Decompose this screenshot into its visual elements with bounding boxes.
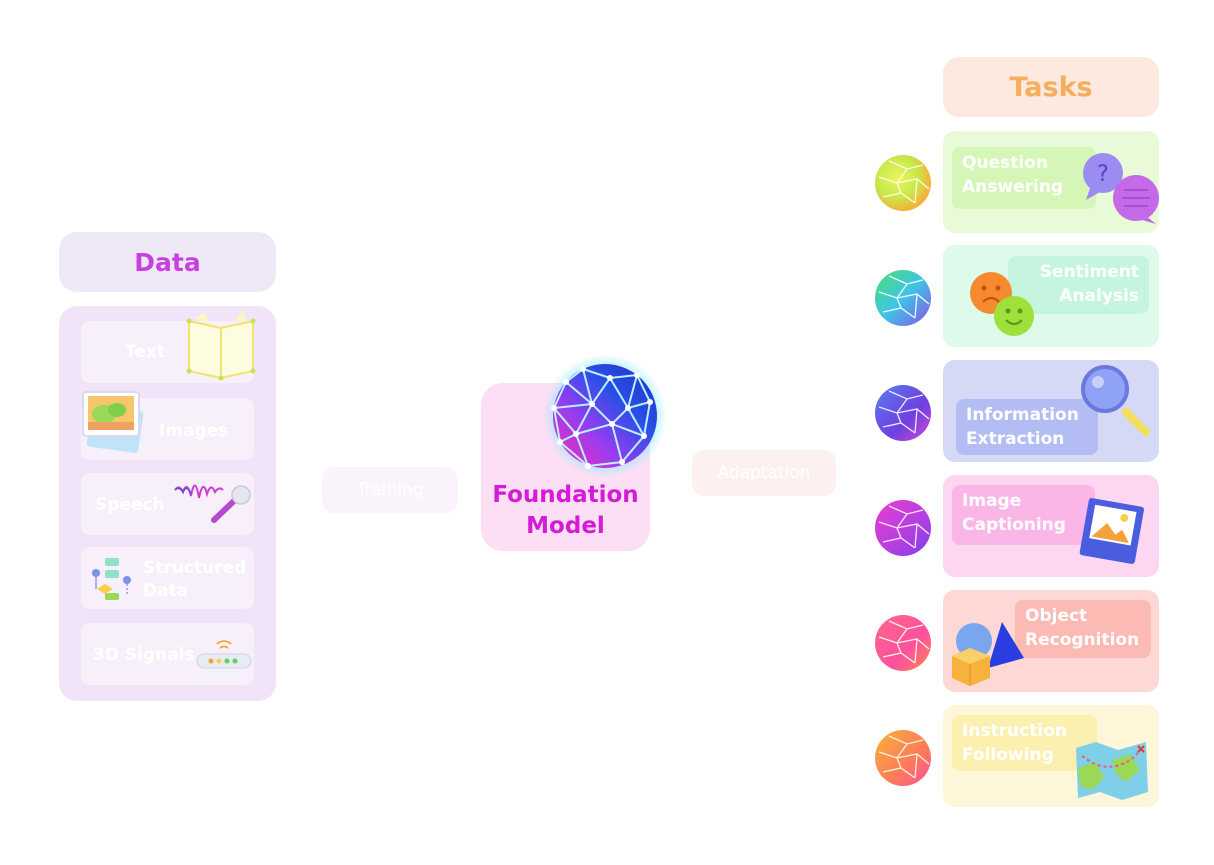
task-label: Question Answering (952, 147, 1096, 209)
task-card-sentiment-analysis: Sentiment Analysis (943, 245, 1159, 347)
task-label-line1: Sentiment (1039, 262, 1139, 282)
task-label-line1: Image (962, 491, 1022, 511)
sphere-information-extraction-icon (875, 385, 931, 441)
data-item-label: Speech (95, 495, 165, 515)
data-item-label: Data (143, 581, 189, 601)
data-item-label: 3D Signals (93, 645, 195, 665)
neural-sphere-icon (543, 354, 667, 478)
photos-icon (82, 391, 144, 454)
shapes-icon (952, 622, 1024, 686)
task-label: Image Captioning (952, 485, 1095, 545)
sphere-sentiment-analysis-icon (875, 270, 931, 326)
picture-icon (1079, 498, 1144, 564)
sphere-instruction-following-icon (875, 730, 931, 786)
task-label-line1: Question (962, 153, 1048, 173)
task-label: Instruction Following (952, 715, 1097, 771)
data-item-speech: Speech (81, 473, 254, 535)
svg-text:?: ? (1097, 162, 1109, 187)
task-label-line2: Answering (962, 177, 1064, 197)
task-label: Sentiment Analysis (1008, 256, 1149, 314)
flowchart-icon (92, 558, 131, 600)
treasure-map-icon (1076, 742, 1148, 800)
data-item-label: Images (159, 421, 229, 441)
task-icons-layer: ? (875, 153, 1159, 800)
task-label-line2: Extraction (966, 429, 1065, 449)
chat-bubbles-icon: ? (1083, 153, 1159, 224)
microphone-icon (174, 484, 251, 523)
happy-face-icon (994, 296, 1034, 336)
training-pill: Training (322, 467, 458, 513)
book-icon (186, 310, 256, 381)
sphere-question-answering-icon (875, 155, 931, 211)
task-label: Information Extraction (956, 399, 1098, 455)
task-label-line2: Analysis (1059, 286, 1139, 306)
data-header: Data (59, 232, 276, 292)
data-icons-layer (82, 310, 256, 678)
data-item-label: Structured (143, 558, 247, 578)
task-label-line1: Instruction (962, 721, 1067, 741)
magnifier-icon (1081, 365, 1150, 436)
data-item-label: Text (125, 342, 165, 362)
foundation-model-title: Foundation Model (481, 480, 650, 542)
adaptation-label: Adaptation (717, 463, 811, 483)
tasks-header: Tasks (943, 57, 1159, 117)
sphere-image-captioning-icon (875, 500, 931, 556)
task-label-line2: Recognition (1025, 630, 1140, 650)
task-label: Object Recognition (1015, 600, 1151, 658)
router-icon (196, 640, 252, 678)
data-title: Data (134, 247, 201, 277)
sphere-object-recognition-icon (875, 615, 931, 671)
task-label-line2: Following (962, 745, 1054, 765)
training-label: Training (356, 480, 424, 500)
adaptation-pill: Adaptation (692, 450, 836, 496)
tasks-title: Tasks (1009, 71, 1093, 103)
foundation-model-line1: Foundation (492, 482, 639, 508)
task-label-line1: Object (1025, 606, 1088, 626)
task-label-line2: Captioning (962, 515, 1066, 535)
foundation-model-line2: Model (526, 513, 605, 539)
task-label-line1: Information (966, 405, 1079, 425)
